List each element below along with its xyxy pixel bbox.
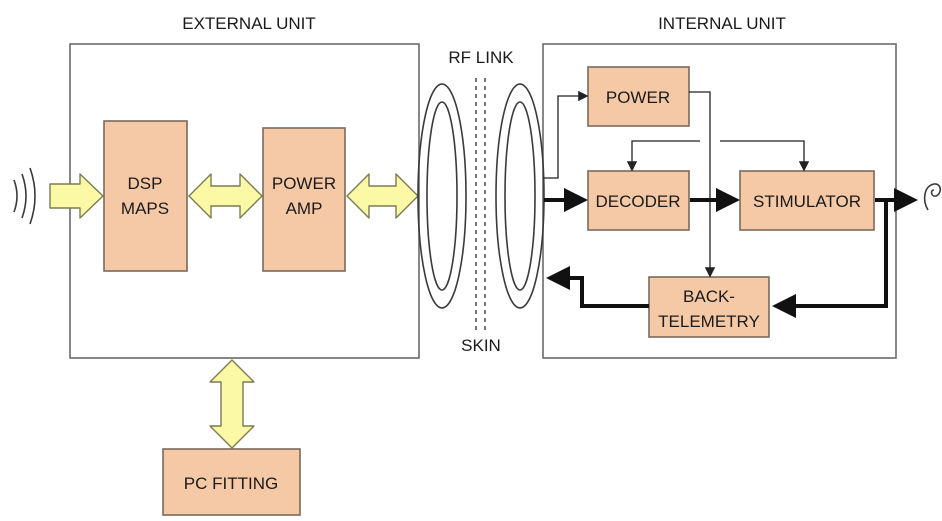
back-telemetry-label-line1: BACK- [683, 287, 735, 306]
dsp-power-amp-double-arrow [188, 173, 263, 219]
input-arrow [49, 173, 104, 219]
external-coil [417, 83, 467, 309]
power-amp-block [262, 127, 346, 272]
dsp-maps-block [103, 120, 188, 272]
dsp-maps-label-line2: MAPS [121, 199, 169, 218]
skin-label: SKIN [461, 336, 501, 355]
bracket-to-stimulator [720, 140, 810, 172]
back-telemetry-to-coil-arrow [546, 266, 649, 308]
power-amp-label-line2: AMP [286, 199, 323, 218]
power-amp-label-line1: POWER [272, 174, 336, 193]
rf-link-label: RF LINK [448, 48, 514, 67]
power-to-back-telemetry-line [689, 91, 716, 278]
stimulator-to-back-telemetry-arrow [772, 200, 888, 318]
pc-fitting-label: PC FITTING [184, 474, 278, 493]
decoder-block [587, 170, 690, 231]
power-label: POWER [606, 88, 670, 107]
stimulator-label: STIMULATOR [753, 192, 861, 211]
sound-wave-icon [13, 167, 36, 225]
decoder-label: DECODER [595, 192, 680, 211]
pc-fitting-double-arrow [209, 359, 255, 449]
external-unit-title: EXTERNAL UNIT [182, 14, 316, 33]
skin-boundary [475, 78, 486, 330]
back-telemetry-label-line2: TELEMETRY [658, 312, 760, 331]
coil-to-power-line [543, 90, 589, 179]
pc-fitting-block [162, 448, 301, 516]
power-amp-coil-double-arrow [346, 173, 419, 219]
bracket-to-decoder [626, 140, 700, 172]
power-block [587, 66, 690, 127]
internal-coil [495, 83, 545, 309]
dsp-maps-label-line1: DSP [128, 174, 163, 193]
stimulator-block [739, 170, 875, 231]
cochlea-icon [923, 183, 942, 211]
internal-unit-title: INTERNAL UNIT [658, 14, 786, 33]
